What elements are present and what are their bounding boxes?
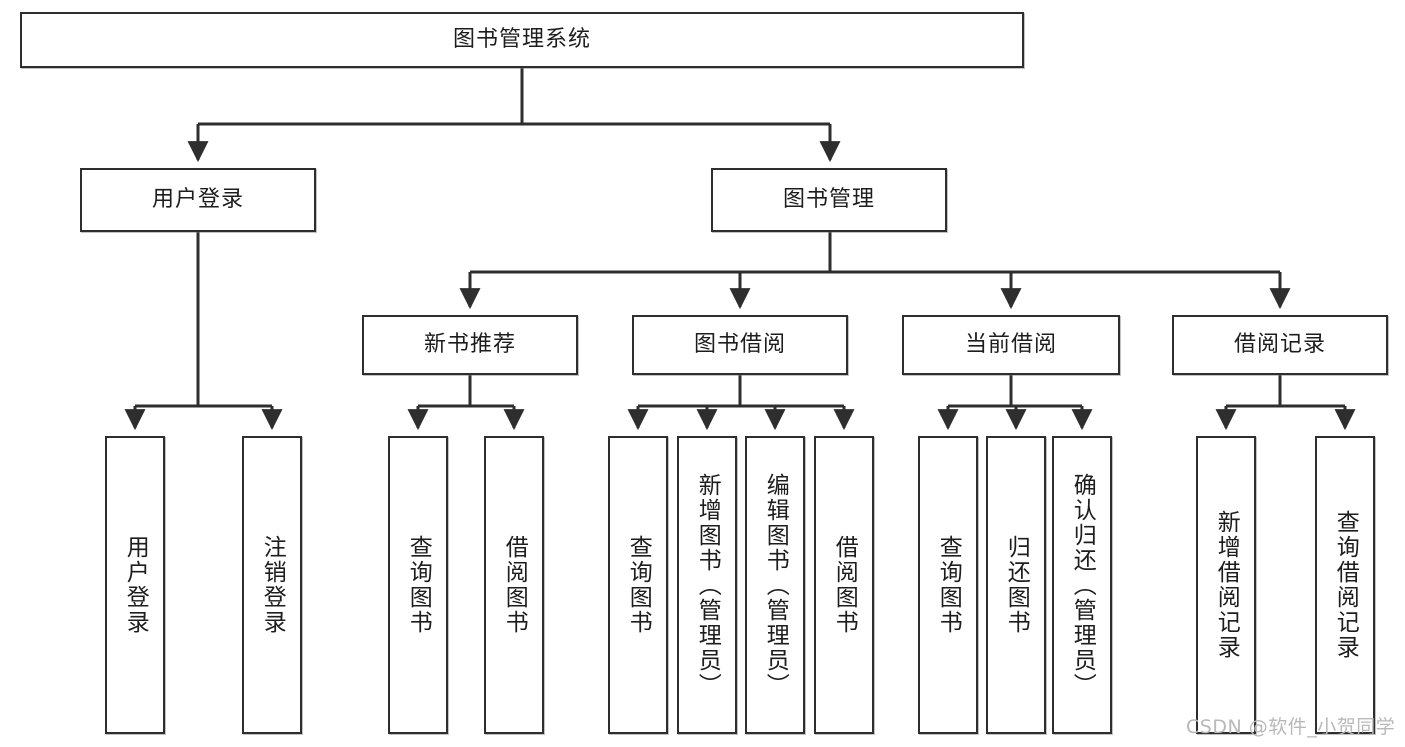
- node-leaf-add-book-admin[interactable]: 新增图书（管理员）: [677, 436, 737, 734]
- node-leaf-confirm-return-admin[interactable]: 确认归还（管理员）: [1052, 436, 1112, 734]
- node-leaf-edit-book-admin[interactable]: 编辑图书（管理员）: [745, 436, 805, 734]
- edge-records-to-leaves: [1215, 375, 1356, 431]
- node-leaf-user-login[interactable]: 用户登录: [105, 436, 165, 734]
- edge-booksmgmt-to-level3: [459, 232, 1291, 310]
- node-leaf-user-logout[interactable]: 注销登录: [242, 436, 302, 734]
- edge-current-to-leaves: [937, 375, 1093, 431]
- node-leaf-query-borrow-record[interactable]: 查询借阅记录: [1315, 436, 1375, 734]
- node-level2-book-management[interactable]: 图书管理: [711, 168, 947, 232]
- node-level3-borrow-records[interactable]: 借阅记录: [1172, 315, 1388, 375]
- edge-root-to-level2: [187, 68, 841, 163]
- node-leaf-query-books-borrow[interactable]: 查询图书: [608, 436, 668, 734]
- watermark-text: CSDN @软件_小贺同学: [1186, 716, 1396, 738]
- node-level2-user-login[interactable]: 用户登录: [80, 168, 316, 232]
- node-leaf-borrow-books-recommend[interactable]: 借阅图书: [484, 436, 544, 734]
- edge-newbooks-to-leaves: [407, 375, 525, 431]
- node-level3-new-book-recommend[interactable]: 新书推荐: [362, 315, 578, 375]
- node-leaf-query-books-current[interactable]: 查询图书: [918, 436, 978, 734]
- node-leaf-return-books[interactable]: 归还图书: [986, 436, 1046, 734]
- node-level3-book-borrow[interactable]: 图书借阅: [632, 315, 848, 375]
- node-level3-current-borrow[interactable]: 当前借阅: [902, 315, 1120, 375]
- node-root[interactable]: 图书管理系统: [20, 12, 1024, 68]
- node-leaf-query-books-recommend[interactable]: 查询图书: [388, 436, 448, 734]
- node-leaf-borrow-books[interactable]: 借阅图书: [814, 436, 874, 734]
- node-leaf-add-borrow-record[interactable]: 新增借阅记录: [1196, 436, 1256, 734]
- edge-borrow-to-leaves: [627, 375, 855, 431]
- edge-userlogin-to-leaves: [124, 232, 283, 431]
